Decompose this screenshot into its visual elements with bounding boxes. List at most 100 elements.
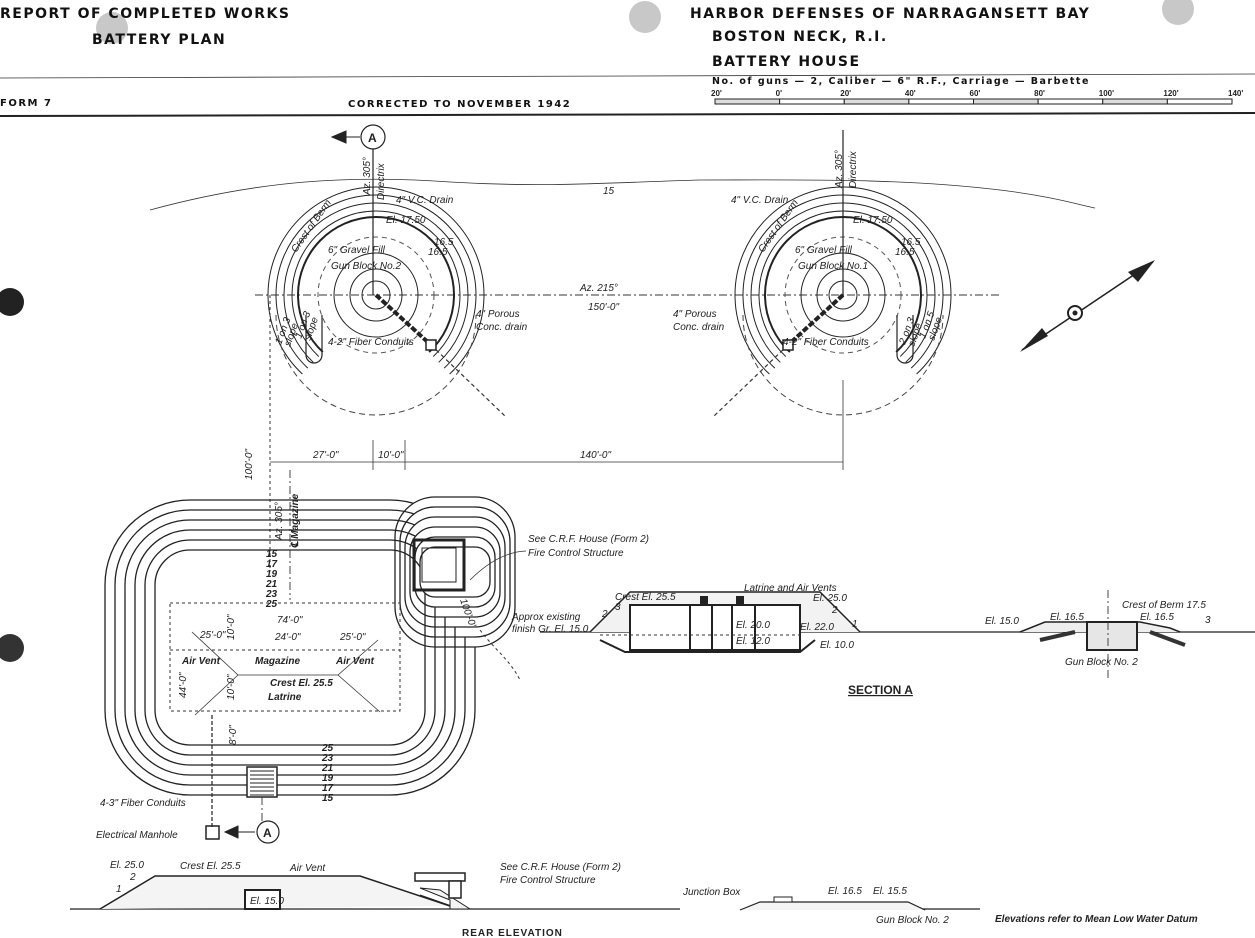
dim-10b: 10'-0" (226, 674, 237, 700)
plan-title: BATTERY PLAN (92, 32, 226, 48)
el-12-label: El. 12.0 (736, 636, 770, 647)
contour-label: 17 (322, 783, 334, 794)
gun-label-el3: 16.5 (428, 247, 448, 258)
gun-label-el2: 16.5 (434, 237, 454, 248)
section-marker-top[interactable]: A (330, 124, 386, 150)
conduit-extension (712, 344, 789, 418)
scale-label: 140' (1228, 89, 1243, 98)
rear-crest-label: Crest El. 25.5 (180, 861, 241, 872)
magazine-azimuth: Az. 305° (274, 502, 285, 541)
el-16-5-label-a: El. 16.5 (1050, 612, 1084, 623)
berm-ring (275, 194, 477, 369)
battery-title: BATTERY HOUSE (712, 54, 861, 70)
dim-25b: 25'-0" (339, 632, 366, 643)
slope-label: 3 (1205, 615, 1211, 626)
gun-block-ring (361, 280, 391, 310)
gun-el-15-5-label: El. 15.5 (873, 886, 907, 897)
scale-segment (1037, 98, 1104, 105)
dim-27: 27'-0" (312, 450, 339, 461)
scale-label: 80' (1034, 89, 1045, 98)
scale-label: 40' (905, 89, 916, 98)
door-el-label: El. 15.0 (250, 896, 284, 907)
gun-label-gravel: 6" Gravel Fill (328, 245, 386, 256)
directrix-label-1: Directrix (848, 150, 859, 188)
gun-label-drain: 4" V.C. Drain (396, 195, 454, 206)
air-vent-line (194, 674, 239, 716)
section-marker-bottom[interactable]: A (223, 820, 280, 844)
arrow-left-icon (223, 825, 255, 839)
header-bottom-rule (0, 112, 1255, 117)
gun-label-block: Gun Block No.2 (331, 261, 401, 272)
air-vent-line (337, 639, 379, 676)
rear-elevation-drawing (70, 872, 980, 911)
finish-grade-label: finish Gr. El. 15.0 (512, 624, 589, 635)
section-marker-circle (256, 820, 280, 844)
directrix-az-1: Az. 305° (834, 150, 845, 189)
slope-label: 1 (852, 619, 858, 630)
gun-label-drain: 4" V.C. Drain (731, 195, 789, 206)
air-vent-line (191, 631, 239, 676)
el-20-label: El. 20.0 (736, 620, 770, 631)
scale-segment (1166, 98, 1233, 105)
directrix-label-2: Directrix (376, 162, 387, 200)
rear-fcs-label: Fire Control Structure (500, 875, 596, 886)
contour-label: 15 (322, 793, 334, 804)
gun-label-el3: 16.5 (895, 247, 915, 258)
junction-box-icon (425, 339, 437, 351)
conduits-label: 4-3" Fiber Conduits (100, 798, 186, 809)
manhole-icon (205, 825, 220, 840)
contour-label: 21 (265, 579, 278, 590)
slope-label: 3 (615, 602, 621, 613)
fire-control-structure-inner (421, 547, 457, 583)
contour-line (149, 178, 1096, 211)
dim-8: 8'-0" (228, 725, 239, 745)
section-marker-label: A (368, 131, 377, 145)
slope-label: 2 (601, 609, 608, 620)
rear-elevation-title: REAR ELEVATION (462, 928, 563, 938)
scale-label: 20' (711, 89, 722, 98)
dim-44: 44'-0" (178, 672, 189, 698)
gun-label-block: Gun Block No.1 (798, 261, 868, 272)
dim-10a: 10'-0" (226, 614, 237, 640)
berm-ring (297, 216, 455, 353)
north-arrow-icon (1020, 260, 1155, 352)
rear-air-vent-label: Air Vent (289, 863, 326, 874)
scale-segment (714, 98, 781, 105)
section-crest-label: Crest El. 25.5 (615, 592, 676, 603)
magazine-building-outline (169, 602, 401, 712)
magazine-centerline-label: ℄ Magazine (290, 493, 301, 548)
magazine-label: Magazine (255, 656, 300, 667)
scale-segment (973, 98, 1039, 105)
contour-label: 15 (266, 549, 278, 560)
datum-note: Elevations refer to Mean Low Water Datum (995, 914, 1198, 925)
arrow-left-icon (330, 130, 360, 144)
approx-label: Approx existing (511, 612, 581, 623)
contour-ring (154, 549, 426, 746)
contour-label: 23 (265, 589, 278, 600)
dim-25a: 25'-0" (199, 630, 226, 641)
fire-control-contour (419, 546, 491, 598)
contour-label: 25 (321, 743, 334, 754)
section-a-title: SECTION A (848, 683, 913, 697)
binder-hole (0, 634, 24, 662)
contour-ring (114, 509, 466, 786)
gun-label-gravel: 6" Gravel Fill (795, 245, 853, 256)
fcs-label: Fire Control Structure (528, 548, 624, 559)
header-divider (0, 73, 1255, 79)
el-25-label: El. 25.0 (813, 593, 847, 604)
el-22-label: El. 22.0 (800, 622, 834, 633)
air-vent-line (337, 674, 381, 713)
contour-ring (124, 519, 456, 776)
report-title: REPORT OF COMPLETED WORKS (0, 6, 290, 22)
el-16-5-label-b: El. 16.5 (1140, 612, 1174, 623)
scale-label: 20' (840, 89, 851, 98)
section-marker-label: A (263, 826, 272, 840)
gun-label-conduits: 4-2" Fiber Conduits (328, 337, 414, 348)
conduit-extension (430, 344, 507, 418)
gravel-ring (317, 236, 435, 354)
rear-slope-label: 2 (129, 872, 136, 883)
slope-label: 2 (831, 605, 838, 616)
rear-crf-note: See C.R.F. House (Form 2) (500, 862, 621, 873)
